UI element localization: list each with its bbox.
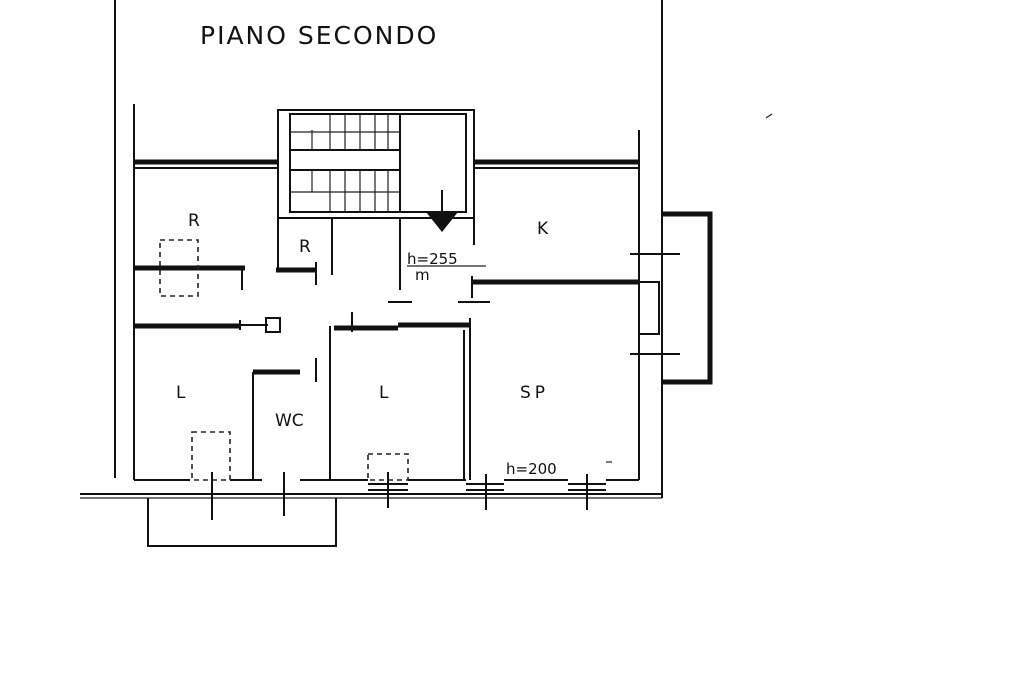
plan-title: PIANO SECONDO xyxy=(200,21,438,50)
room-label-wc: WC xyxy=(275,411,304,431)
height-note-hall-unit: m xyxy=(415,266,430,284)
scan-mark xyxy=(765,113,773,119)
height-note-hall: h=255 xyxy=(407,250,458,268)
room-label-sp: SP xyxy=(520,383,549,403)
room-label-l-mid: L xyxy=(379,383,389,403)
stair-arrow-icon xyxy=(426,212,458,232)
top-walls xyxy=(134,159,639,169)
room-label-l-left: L xyxy=(176,383,186,403)
room-label-r-small: R xyxy=(299,237,311,257)
balconies xyxy=(147,211,713,547)
fixtures xyxy=(159,239,612,481)
room-label-k: K xyxy=(537,219,549,239)
interior-walls xyxy=(134,168,639,480)
windows xyxy=(211,253,680,520)
outer-walls xyxy=(80,0,663,499)
staircase xyxy=(277,109,475,232)
height-note-sp: h=200 xyxy=(506,460,557,478)
room-label-r-left: R xyxy=(188,211,200,231)
